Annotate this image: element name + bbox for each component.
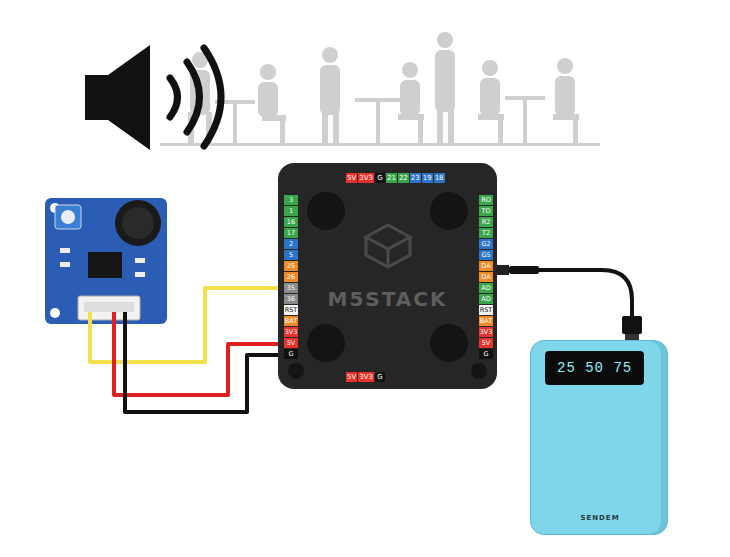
pin-label: 21: [386, 173, 397, 183]
speaker-icon: [85, 45, 221, 150]
pin-label: G: [479, 349, 493, 359]
pin-label: RST: [284, 305, 298, 315]
pin-label: 1: [284, 206, 298, 216]
pin-label: TO: [479, 206, 493, 216]
pin-header: 5V3V3G: [346, 372, 385, 382]
pin-label: 3V3: [358, 372, 374, 382]
pin-label: 3V3: [284, 327, 298, 337]
pin-label: 25: [284, 261, 298, 271]
pin-label: 3V3: [479, 327, 493, 337]
pin-label: R2: [479, 217, 493, 227]
pin-label: 5: [284, 250, 298, 260]
pin-label: DA: [479, 272, 493, 282]
brand-name: M5STACK: [278, 287, 497, 311]
pin-label: AD: [479, 294, 493, 304]
pin-label: G: [375, 173, 385, 183]
pin-label: G: [284, 349, 298, 359]
power-bank: 25 50 75 SENDEM: [530, 340, 668, 535]
pin-header: 5V3V3G2122231918: [346, 173, 445, 183]
pin-label: 16: [284, 217, 298, 227]
pin-label: 36: [284, 294, 298, 304]
sound-sensor-board: [45, 198, 167, 324]
pin-label: T2: [479, 228, 493, 238]
battery-display: 25 50 75: [545, 351, 644, 385]
pin-label: 35: [284, 283, 298, 293]
pin-label: 23: [410, 173, 421, 183]
pin-label: 26: [284, 272, 298, 282]
pin-label: G: [375, 372, 385, 382]
brand-name: SENDEM: [531, 514, 669, 522]
pin-label: G5: [479, 250, 493, 260]
wires: [90, 288, 279, 412]
pin-label: 5V: [346, 173, 357, 183]
pin-label: BAT: [479, 316, 493, 326]
controller-box: M5STACK: [278, 163, 497, 389]
pin-label: 5V: [346, 372, 357, 382]
pin-label: 17: [284, 228, 298, 238]
pin-label: RST: [479, 305, 493, 315]
pin-label: AD: [479, 283, 493, 293]
pin-label: BAT: [284, 316, 298, 326]
pin-label: 5V: [479, 338, 493, 348]
pin-header: 3116172525263536RSTBAT3V35VG: [284, 195, 298, 359]
pin-header: ROTOR2T2G2G5DADAADADRSTBAT3V35VG: [479, 195, 493, 359]
pin-label: 5V: [284, 338, 298, 348]
pin-label: 22: [398, 173, 409, 183]
pin-label: 3: [284, 195, 298, 205]
crowd-silhouette: [160, 32, 600, 146]
pin-label: 19: [422, 173, 433, 183]
pin-label: DA: [479, 261, 493, 271]
pin-label: 2: [284, 239, 298, 249]
pin-label: 3V3: [358, 173, 374, 183]
pin-label: 18: [434, 173, 445, 183]
housing-decoration: [278, 163, 497, 389]
pin-label: RO: [479, 195, 493, 205]
pin-label: G2: [479, 239, 493, 249]
usb-cable: [497, 265, 642, 340]
